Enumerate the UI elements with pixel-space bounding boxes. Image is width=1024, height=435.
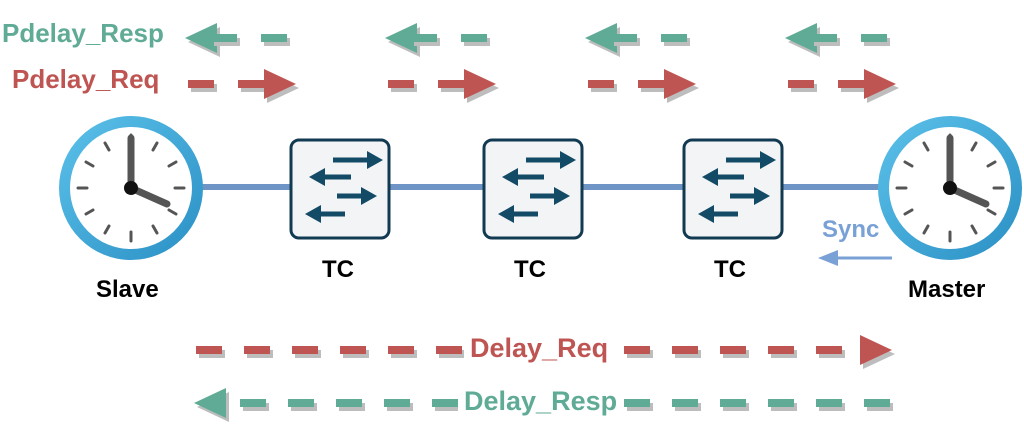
tc-switch-2-icon — [482, 138, 584, 240]
dash-segment — [720, 346, 746, 354]
arrow-right-icon — [264, 69, 296, 99]
dash-segment — [816, 346, 842, 354]
message-arrows — [185, 23, 899, 422]
dash-segment — [611, 34, 637, 42]
dash-segment — [340, 346, 366, 354]
arrow-left-icon — [185, 23, 217, 53]
dash-segment — [672, 346, 698, 354]
dash-segment — [624, 399, 650, 407]
master-label: Master — [908, 276, 986, 303]
dash-segment — [864, 399, 890, 407]
sync-label: Sync — [822, 216, 880, 243]
dash-segment — [438, 80, 464, 88]
sync-arrow-icon — [818, 250, 892, 266]
arrow-left-icon — [785, 23, 817, 53]
dash-segment — [788, 80, 814, 88]
arrow-left-icon — [585, 23, 617, 53]
dash-segment — [838, 80, 864, 88]
dash-segment — [672, 399, 698, 407]
pdelay-resp-label: Pdelay_Resp — [2, 18, 164, 48]
dash-segment — [432, 399, 458, 407]
arrow-right-icon — [864, 69, 896, 99]
dash-segment — [292, 346, 318, 354]
delay-req-label: Delay_Req — [464, 333, 615, 364]
tc-label-2: TC — [514, 256, 546, 283]
dash-segment — [768, 399, 794, 407]
dash-segment — [188, 80, 214, 88]
dash-segment — [384, 399, 410, 407]
dash-segment — [388, 346, 414, 354]
slave-clock-icon — [59, 116, 203, 260]
dash-segment — [436, 346, 462, 354]
dash-segment — [661, 34, 687, 42]
dash-segment — [811, 34, 837, 42]
arrow-right-icon — [464, 69, 496, 99]
dash-segment — [624, 346, 650, 354]
dash-segment — [261, 34, 287, 42]
dash-segment — [388, 80, 414, 88]
dash-segment — [720, 399, 746, 407]
arrow-right-icon — [664, 69, 696, 99]
tc-switch-3-icon — [682, 138, 784, 240]
dash-segment — [288, 399, 314, 407]
dash-segment — [240, 399, 266, 407]
dash-segment — [244, 346, 270, 354]
dash-segment — [196, 346, 222, 354]
slave-label: Slave — [96, 276, 159, 303]
master-clock-icon — [878, 116, 1022, 260]
dash-segment — [768, 346, 794, 354]
dash-segment — [238, 80, 264, 88]
dash-segment — [411, 34, 437, 42]
pdelay-req-label: Pdelay_Req — [12, 64, 160, 94]
tc-switch-1-icon — [289, 138, 391, 240]
dash-segment — [816, 399, 842, 407]
dash-segment — [588, 80, 614, 88]
dash-segment — [336, 399, 362, 407]
arrow-left-icon — [385, 23, 417, 53]
dash-segment — [638, 80, 664, 88]
dash-segment — [211, 34, 237, 42]
delay-resp-label: Delay_Resp — [458, 386, 624, 417]
dash-segment — [461, 34, 487, 42]
tc-label-3: TC — [714, 256, 746, 283]
dash-segment — [861, 34, 887, 42]
tc-label-1: TC — [322, 256, 354, 283]
arrow-right-icon — [860, 335, 892, 365]
arrow-left-icon — [194, 388, 226, 418]
